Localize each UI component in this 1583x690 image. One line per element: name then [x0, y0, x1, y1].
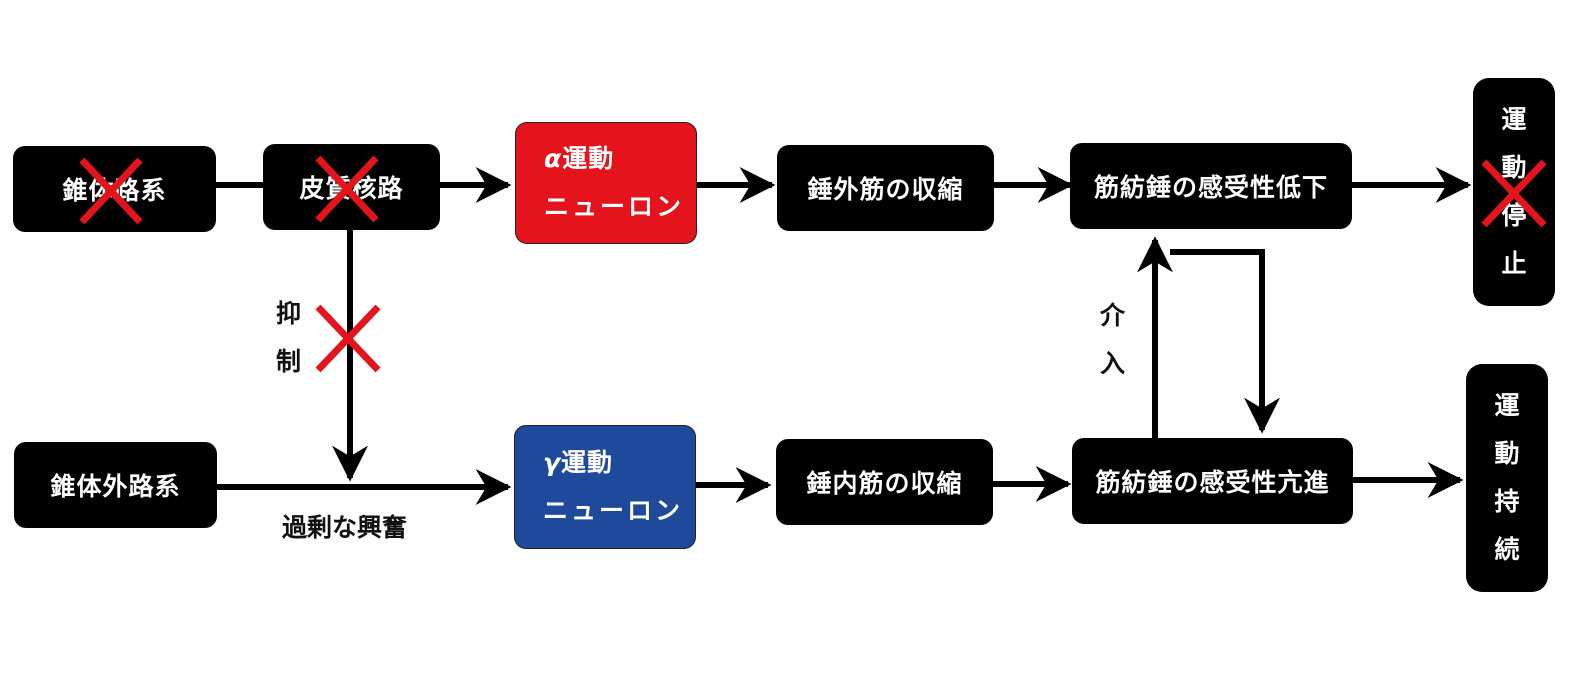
- alpha-line1: α運動: [544, 135, 614, 183]
- motor-continue-char-4: 続: [1494, 535, 1520, 564]
- gamma-line2: ニューロン: [543, 496, 684, 525]
- motor-stop-char-2: 動: [1501, 153, 1527, 182]
- node-extrafusal-label: 錘外筋の収縮: [807, 175, 964, 204]
- cross-mark-icon: [1481, 159, 1547, 228]
- alpha-symbol: α: [544, 144, 563, 173]
- node-intrafusal-label: 錘内筋の収縮: [806, 469, 963, 498]
- label-inhibition-char-2: 制: [276, 347, 302, 376]
- alpha-word: 運動: [562, 144, 615, 173]
- node-alpha-motor-neuron: α運動 ニューロン: [515, 122, 697, 244]
- label-intervention: 介 入: [1100, 292, 1125, 388]
- cross-mark-icon: [315, 155, 379, 223]
- node-gamma-motor-neuron: γ運動 ニューロン: [514, 425, 696, 549]
- motor-stop-char-1: 運: [1501, 105, 1527, 134]
- alpha-line2: ニューロン: [544, 192, 685, 221]
- motor-continue-char-3: 持: [1494, 487, 1520, 516]
- node-spindle-sensitivity-high: 筋紡錘の感受性亢進: [1072, 438, 1353, 524]
- label-intervention-char-2: 入: [1100, 349, 1126, 378]
- node-spindle-sensitivity-low: 筋紡錘の感受性低下: [1070, 143, 1352, 229]
- label-excessive-excitation: 過剰な興奮: [282, 513, 408, 542]
- node-extrapyramidal-tract: 錐体外路系: [14, 442, 217, 528]
- label-inhibition-char-1: 抑: [276, 299, 302, 328]
- cross-mark-icon: [79, 157, 143, 225]
- motor-continue-char-2: 動: [1494, 439, 1520, 468]
- label-intervention-char-1: 介: [1100, 301, 1126, 330]
- motor-stop-char-4: 止: [1501, 249, 1527, 278]
- node-spindle-high-label: 筋紡錘の感受性亢進: [1095, 468, 1330, 497]
- gamma-line1: γ運動: [543, 439, 613, 487]
- gamma-word: 運動: [561, 448, 614, 477]
- motor-continue-char-1: 運: [1494, 391, 1520, 420]
- label-inhibition: 抑 制: [276, 290, 301, 386]
- node-extrapyramidal-label: 錐体外路系: [50, 472, 181, 501]
- node-spindle-low-label: 筋紡錘の感受性低下: [1093, 173, 1328, 202]
- node-motor-continue: 運 動 持 続: [1466, 364, 1548, 592]
- arrow-feedback-down: [1170, 249, 1280, 434]
- gamma-symbol: γ: [543, 448, 562, 477]
- node-intrafusal-contraction: 錘内筋の収縮: [776, 439, 993, 525]
- node-extrafusal-contraction: 錘外筋の収縮: [777, 145, 994, 231]
- cross-mark-icon: [315, 304, 381, 373]
